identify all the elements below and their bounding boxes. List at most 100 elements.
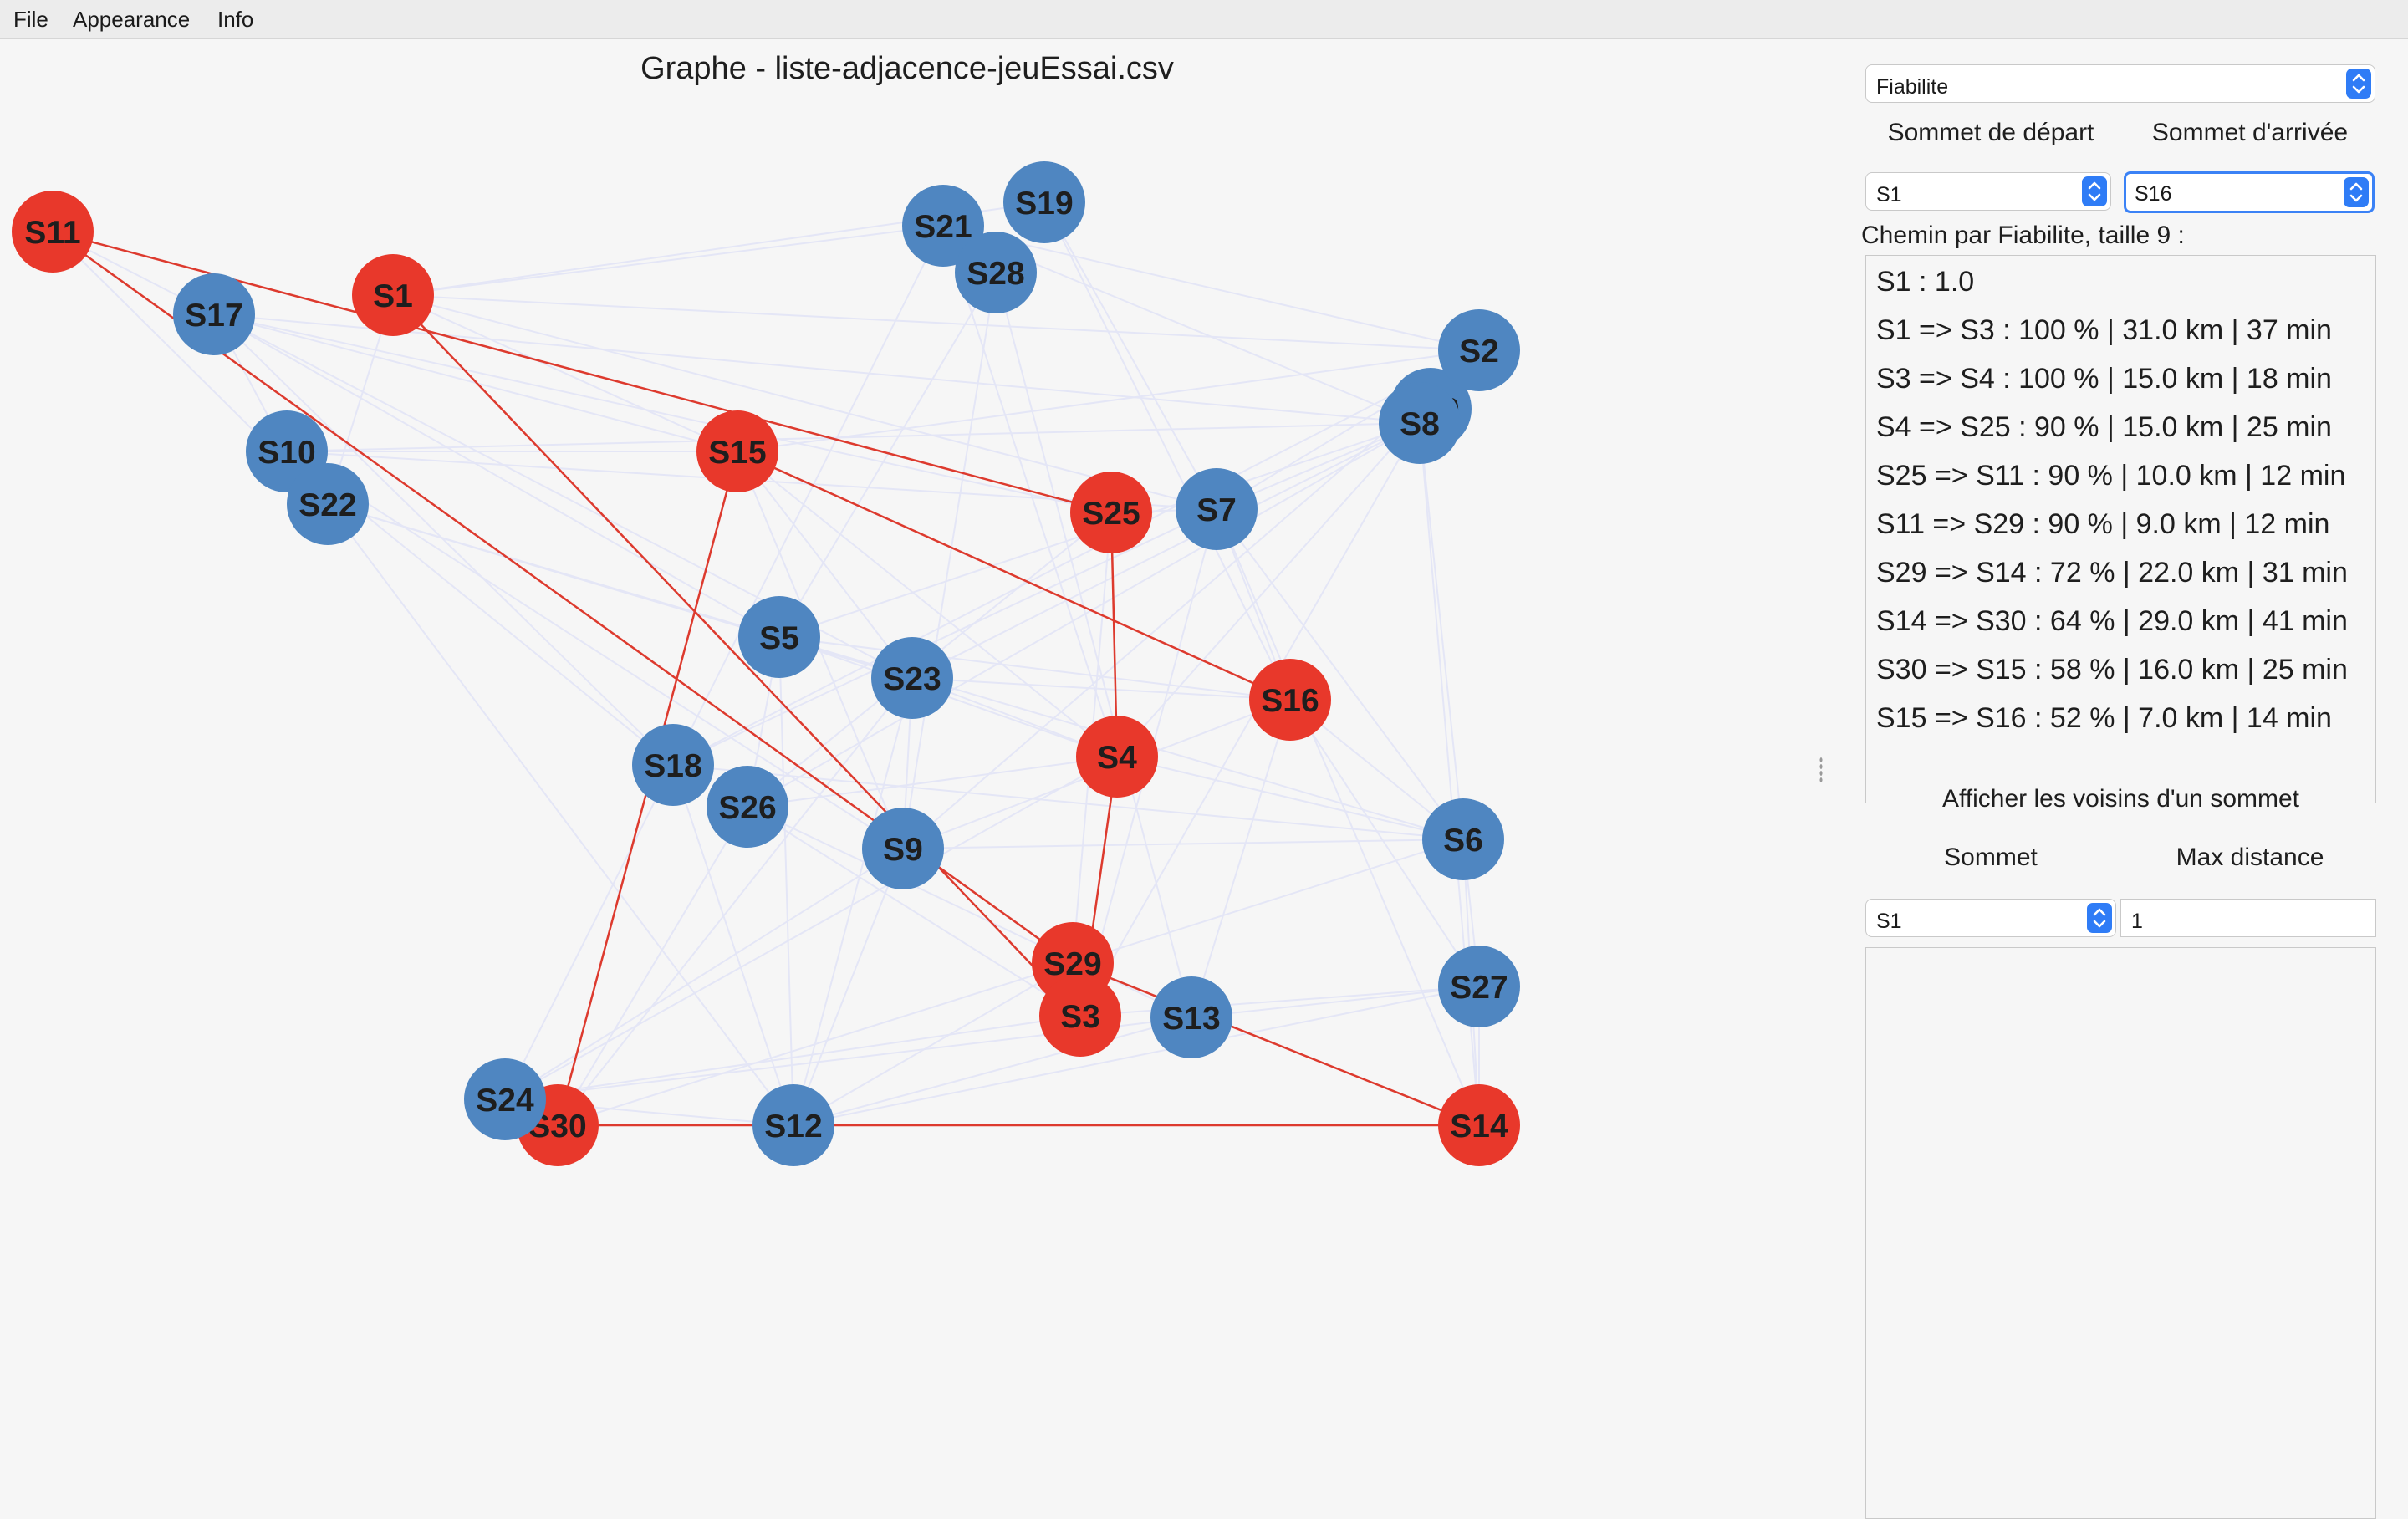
graph-edge bbox=[747, 756, 1118, 808]
graph-nodes: S11S17S1S21S28S19S20S2S8S10S22S15S25S7S5… bbox=[12, 161, 1520, 1166]
graph-edge bbox=[793, 1017, 1192, 1126]
graph-edge bbox=[778, 636, 794, 1126]
node-label: S12 bbox=[764, 1109, 822, 1144]
vertex-label: Sommet bbox=[1944, 844, 2038, 871]
path-result-title: Chemin par Fiabilite, taille 9 : bbox=[1861, 222, 2185, 249]
graph-edge bbox=[778, 272, 997, 638]
path-result-box: S1 : 1.0 S1 => S3 : 100 % | 31.0 km | 37… bbox=[1865, 255, 2376, 803]
node-circle bbox=[1438, 946, 1520, 1027]
node-s25[interactable]: S25 bbox=[1070, 472, 1152, 553]
node-s6[interactable]: S6 bbox=[1422, 798, 1504, 880]
node-s27[interactable]: S27 bbox=[1438, 946, 1520, 1027]
node-s2[interactable]: S2 bbox=[1438, 309, 1520, 391]
graph-edge bbox=[747, 806, 1081, 1017]
graph-edge bbox=[213, 313, 674, 766]
menu-appearance[interactable]: Appearance bbox=[73, 7, 191, 32]
graph-edge bbox=[286, 422, 1421, 452]
node-s23[interactable]: S23 bbox=[871, 637, 953, 719]
node-label: S6 bbox=[1443, 823, 1483, 859]
graph-edge bbox=[286, 451, 904, 849]
node-s9[interactable]: S9 bbox=[862, 808, 944, 889]
graph-edge bbox=[392, 294, 738, 452]
node-s12[interactable]: S12 bbox=[752, 1084, 834, 1166]
node-s28[interactable]: S28 bbox=[955, 232, 1037, 313]
node-circle bbox=[287, 463, 369, 545]
side-panel: Fiabilite Sommet de départ Sommet d'arri… bbox=[1836, 39, 2408, 1519]
node-s22[interactable]: S22 bbox=[287, 463, 369, 545]
node-s16[interactable]: S16 bbox=[1249, 659, 1331, 741]
graph-edge bbox=[557, 677, 913, 1126]
node-s8[interactable]: S8 bbox=[1379, 382, 1461, 464]
node-s5[interactable]: S5 bbox=[738, 596, 820, 678]
max-distance-input[interactable]: 1 bbox=[2120, 899, 2376, 937]
neighbors-title: Afficher les voisins d'un sommet bbox=[1941, 785, 2300, 813]
end-vertex-value: S16 bbox=[2135, 182, 2172, 206]
node-s21[interactable]: S21 bbox=[902, 185, 984, 267]
node-circle bbox=[707, 766, 788, 848]
graph-edge bbox=[793, 986, 1480, 1126]
node-circle bbox=[871, 637, 953, 719]
node-label: S8 bbox=[1400, 406, 1440, 442]
node-circle bbox=[1076, 716, 1158, 798]
graph-edge bbox=[504, 764, 674, 1100]
node-circle bbox=[862, 808, 944, 889]
graph-edge bbox=[1191, 699, 1291, 1018]
graph-edge bbox=[902, 839, 1464, 849]
max-distance-label: Max distance bbox=[2176, 844, 2324, 871]
menu-file[interactable]: File bbox=[13, 7, 48, 32]
graph-canvas[interactable]: S11S17S1S21S28S19S20S2S8S10S22S15S25S7S5… bbox=[0, 39, 1814, 1505]
graph-panel: S11S17S1S21S28S19S20S2S8S10S22S15S25S7S5… bbox=[0, 39, 1814, 1505]
node-s18[interactable]: S18 bbox=[632, 724, 714, 806]
start-vertex-select[interactable]: S1 bbox=[1865, 172, 2111, 211]
end-vertex-select[interactable]: S16 bbox=[2124, 171, 2375, 213]
graph-edge bbox=[392, 225, 944, 296]
neighbor-vertex-value: S1 bbox=[1876, 910, 1902, 933]
node-circle bbox=[1438, 1084, 1520, 1166]
node-label: S15 bbox=[708, 435, 766, 471]
node-label: S4 bbox=[1097, 740, 1137, 776]
graph-edge bbox=[911, 422, 1421, 679]
node-circle bbox=[1150, 976, 1232, 1058]
node-label: S17 bbox=[185, 298, 242, 334]
node-s24[interactable]: S24 bbox=[464, 1058, 546, 1140]
graph-edge bbox=[672, 764, 1464, 840]
node-label: S14 bbox=[1450, 1109, 1508, 1144]
node-s15[interactable]: S15 bbox=[696, 410, 778, 492]
start-vertex-label: Sommet de départ bbox=[1887, 119, 2094, 146]
node-s19[interactable]: S19 bbox=[1003, 161, 1085, 243]
graph-edge bbox=[557, 962, 1074, 1126]
node-circle bbox=[632, 724, 714, 806]
menu-info[interactable]: Info bbox=[217, 7, 254, 32]
node-s13[interactable]: S13 bbox=[1150, 976, 1232, 1058]
node-s4[interactable]: S4 bbox=[1076, 716, 1158, 798]
node-label: S26 bbox=[718, 790, 776, 826]
node-label: S9 bbox=[883, 832, 923, 868]
node-s14[interactable]: S14 bbox=[1438, 1084, 1520, 1166]
node-s1[interactable]: S1 bbox=[352, 254, 434, 336]
node-s7[interactable]: S7 bbox=[1176, 468, 1258, 550]
node-circle bbox=[902, 185, 984, 267]
node-label: S19 bbox=[1015, 186, 1073, 222]
select-arrows-icon bbox=[2346, 69, 2371, 99]
node-circle bbox=[696, 410, 778, 492]
node-label: S7 bbox=[1196, 492, 1237, 528]
node-label: S22 bbox=[298, 487, 356, 523]
node-s11[interactable]: S11 bbox=[12, 191, 94, 273]
criterion-select[interactable]: Fiabilite bbox=[1865, 64, 2375, 103]
node-circle bbox=[1039, 975, 1121, 1057]
path-edge-s1-s3 bbox=[392, 294, 1081, 1017]
panel-splitter-handle[interactable] bbox=[1819, 757, 1823, 783]
node-s26[interactable]: S26 bbox=[707, 766, 788, 848]
path-line: S1 : 1.0 bbox=[1876, 266, 1975, 298]
node-s17[interactable]: S17 bbox=[173, 273, 255, 355]
node-label: S3 bbox=[1060, 999, 1100, 1035]
node-label: S13 bbox=[1162, 1001, 1220, 1037]
graph-edge bbox=[737, 349, 1480, 452]
neighbor-vertex-select[interactable]: S1 bbox=[1865, 899, 2116, 937]
graph-edge bbox=[1079, 422, 1421, 1017]
graph-edge bbox=[737, 451, 1118, 757]
graph-title: Graphe - liste-adjacence-jeuEssai.csv bbox=[640, 51, 1174, 86]
graph-edge bbox=[778, 636, 1291, 701]
node-s3[interactable]: S3 bbox=[1039, 975, 1121, 1057]
graph-edge bbox=[1191, 986, 1480, 1018]
